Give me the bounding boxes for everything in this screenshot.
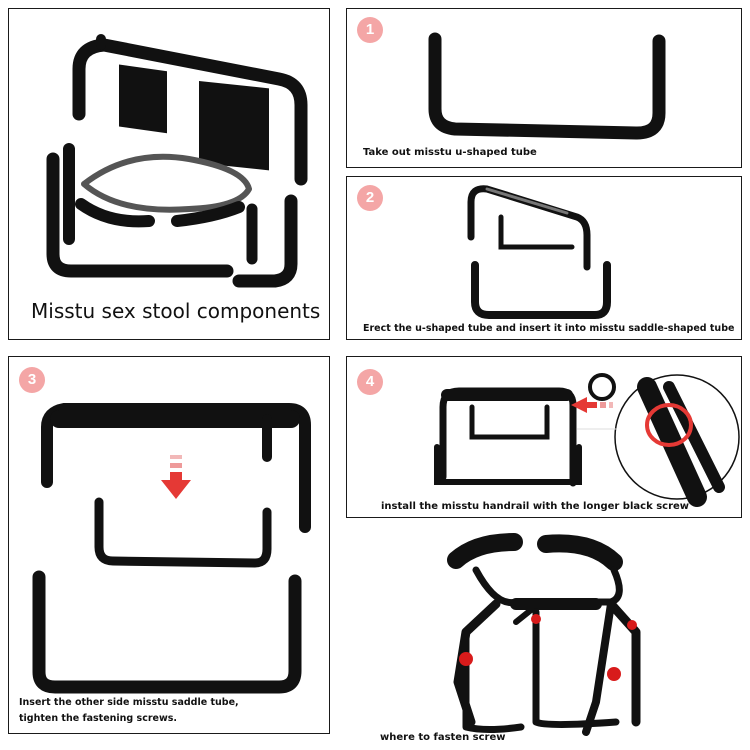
- fasten-point: [627, 620, 637, 630]
- assembled-illustration: [447, 533, 641, 736]
- components-illustration: [46, 34, 308, 288]
- components-caption: Misstu sex stool components: [31, 299, 321, 323]
- step4-caption: install the misstu handrail with the lon…: [381, 501, 690, 512]
- assembled-caption: where to fasten screw: [380, 732, 506, 743]
- step1-panel: 1 Take out misstu u-shaped tube: [346, 8, 742, 168]
- fasten-point: [531, 614, 541, 624]
- u-tube-illustration: [428, 32, 666, 140]
- step1-caption: Take out misstu u-shaped tube: [363, 147, 537, 158]
- assembled-stool: where to fasten screw: [346, 522, 742, 750]
- fasten-point: [607, 667, 621, 681]
- step3-caption-line2: tighten the fastening screws.: [19, 713, 177, 724]
- saddle-tube-illustration: [32, 403, 311, 694]
- components-panel: Misstu sex stool components: [8, 8, 330, 340]
- step4-panel: 4 install the misstu handrail with the l…: [346, 356, 742, 518]
- step-number-badge: 3: [19, 367, 45, 393]
- step-number-badge: 2: [357, 185, 383, 211]
- down-arrow-icon: [161, 455, 191, 499]
- left-arrow-icon: [571, 397, 613, 413]
- step-number-badge: 1: [357, 17, 383, 43]
- handrail-install-illustration: [434, 373, 740, 507]
- step3-caption-line1: Insert the other side misstu saddle tube…: [19, 697, 239, 708]
- step2-caption: Erect the u-shaped tube and insert it in…: [363, 323, 735, 334]
- step-number-badge: 4: [357, 369, 383, 395]
- step3-panel: 3 Insert the other side misstu saddle tu…: [8, 356, 330, 734]
- fasten-point: [459, 652, 473, 666]
- step2-panel: 2 Erect the u-shaped tube and insert it …: [346, 176, 742, 340]
- saddle-insert-illustration: [467, 185, 611, 319]
